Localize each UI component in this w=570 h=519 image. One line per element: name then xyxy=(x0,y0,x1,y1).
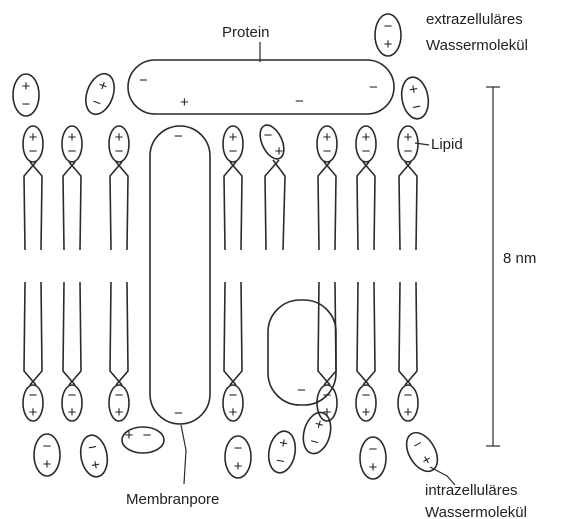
lipid-molecule: +− xyxy=(23,126,43,250)
water-molecule: +− xyxy=(266,429,299,475)
water-molecule: −+ xyxy=(78,433,111,479)
minus-sign: − xyxy=(323,143,332,160)
lipid-molecule: +− xyxy=(62,126,82,250)
plus-sign: + xyxy=(369,459,378,476)
minus-sign: − xyxy=(404,143,413,160)
water-molecule: +− xyxy=(399,75,432,121)
protein: − + − − xyxy=(128,42,394,114)
water-molecule: −+ xyxy=(360,437,386,479)
water-molecule: −+ xyxy=(34,434,60,476)
protein-charge-plus: + xyxy=(180,94,189,111)
plus-sign: + xyxy=(115,404,124,421)
plus-sign: + xyxy=(229,404,238,421)
lipid-molecule: +− xyxy=(317,126,337,250)
scale-bar xyxy=(486,87,500,446)
protein-charge-minus: − xyxy=(295,93,304,110)
minus-sign: − xyxy=(43,438,52,455)
minus-sign: − xyxy=(264,127,273,144)
lipid-bilayer: +−−++−−++−−++−−++−−++−−++−−+−+ xyxy=(23,121,418,421)
plus-sign: + xyxy=(234,458,243,475)
water-molecule: −+ xyxy=(400,427,444,476)
membrane-pore: − − xyxy=(150,126,210,484)
lipid-molecule: +− xyxy=(398,126,418,250)
plus-sign: + xyxy=(43,456,52,473)
extracellular-label-line1: extrazelluläres xyxy=(426,11,523,28)
minus-sign: − xyxy=(29,387,38,404)
plus-sign: + xyxy=(22,78,31,95)
protein-label: Protein xyxy=(222,24,270,41)
lipid-label: Lipid xyxy=(431,136,463,153)
scale-label: 8 nm xyxy=(503,250,536,267)
water-molecule: −+ xyxy=(225,436,251,478)
extracellular-label-line2: Wassermolekül xyxy=(426,37,528,54)
protein-charge-minus: − xyxy=(369,79,378,96)
minus-sign: − xyxy=(229,387,238,404)
water-molecule: +− xyxy=(13,74,39,116)
lipid-molecule: −+ xyxy=(23,282,43,421)
plus-sign: + xyxy=(404,404,413,421)
plus-sign: + xyxy=(125,427,134,444)
minus-sign: − xyxy=(87,438,99,456)
minus-sign: − xyxy=(115,387,124,404)
minus-sign: − xyxy=(323,387,332,404)
lipid-molecule: −+ xyxy=(62,282,82,421)
minus-sign: − xyxy=(143,427,152,444)
intracellular-label-line2: Wassermolekül xyxy=(425,504,527,519)
minus-sign: − xyxy=(68,387,77,404)
small-protein-charge-minus: − xyxy=(297,382,306,399)
pore-charge-minus: − xyxy=(174,128,183,145)
plus-sign: + xyxy=(96,77,110,96)
minus-sign: − xyxy=(411,98,423,116)
water-molecule: −+ xyxy=(375,14,401,56)
minus-sign: − xyxy=(90,93,104,112)
minus-sign: − xyxy=(229,143,238,160)
plus-sign: + xyxy=(313,415,326,434)
lipid-molecule: +− xyxy=(109,126,129,250)
water-molecule: +− xyxy=(81,70,120,118)
lipid-molecule: +− xyxy=(223,126,243,250)
minus-sign: − xyxy=(404,387,413,404)
minus-sign: − xyxy=(29,143,38,160)
minus-sign: − xyxy=(22,96,31,113)
protein-charge-minus: − xyxy=(139,72,148,89)
lipid-molecule: −+ xyxy=(356,282,376,421)
intracellular-label-line1: intrazelluläres xyxy=(425,482,518,499)
plus-sign: + xyxy=(90,456,102,474)
lipid-molecule: −+ xyxy=(398,282,418,421)
lipid-molecule: −+ xyxy=(255,121,288,250)
minus-sign: − xyxy=(68,143,77,160)
lipid-molecule: −+ xyxy=(109,282,129,421)
lipid-molecule: +− xyxy=(356,126,376,250)
plus-sign: + xyxy=(419,451,435,470)
plus-sign: + xyxy=(278,434,290,452)
plus-sign: + xyxy=(68,404,77,421)
plus-sign: + xyxy=(275,143,284,160)
minus-sign: − xyxy=(362,143,371,160)
minus-sign: − xyxy=(234,440,243,457)
pore-charge-minus: − xyxy=(174,405,183,422)
plus-sign: + xyxy=(29,404,38,421)
water-molecule: −+ xyxy=(122,427,164,453)
plus-sign: + xyxy=(362,404,371,421)
lipid-molecule: −+ xyxy=(223,282,243,421)
minus-sign: − xyxy=(308,433,321,452)
minus-sign: − xyxy=(369,441,378,458)
minus-sign: − xyxy=(115,143,124,160)
minus-sign: − xyxy=(362,387,371,404)
plus-sign: + xyxy=(408,80,420,98)
plus-sign: + xyxy=(384,36,393,53)
membrane-pore-label: Membranpore xyxy=(126,491,219,508)
minus-sign: − xyxy=(384,18,393,35)
minus-sign: − xyxy=(275,452,287,470)
